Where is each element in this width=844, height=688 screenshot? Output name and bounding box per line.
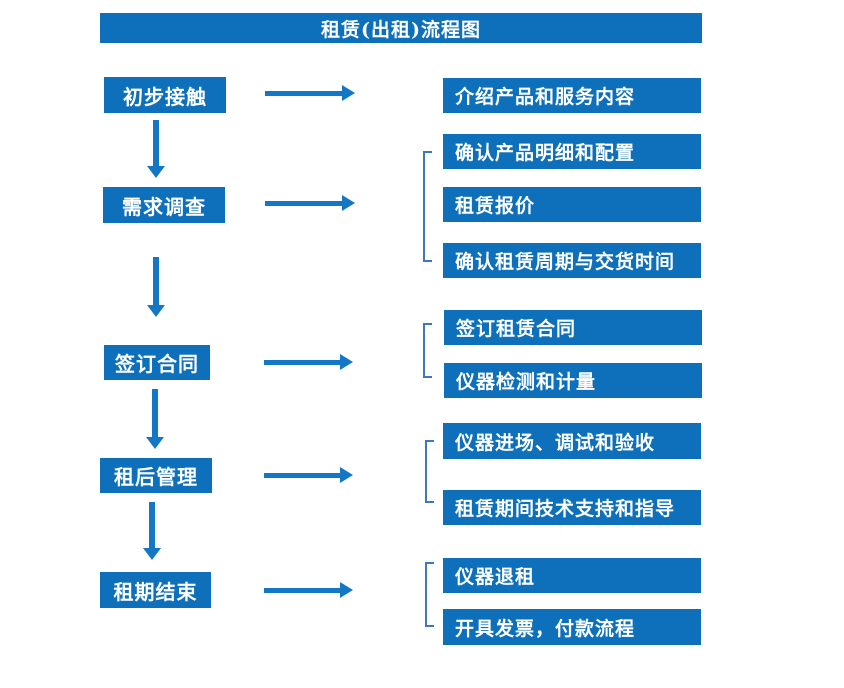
- right-arrow-icon-3: [264, 354, 353, 370]
- output-box-sign-rental-contract: 签订租赁合同: [444, 310, 702, 345]
- down-arrow-icon-4: [143, 502, 161, 560]
- step-box-demand-survey: 需求调查: [103, 187, 225, 223]
- right-arrow-icon-2: [265, 195, 355, 211]
- bracket-group-demand-survey: [423, 151, 432, 262]
- right-arrow-icon-4: [264, 467, 353, 483]
- output-box-confirm-product-details: 确认产品明细和配置: [443, 134, 701, 169]
- output-box-instrument-inspection: 仪器检测和计量: [444, 363, 702, 398]
- down-arrow-icon-2: [147, 257, 165, 317]
- down-arrow-icon-3: [146, 389, 164, 449]
- step-box-post-rental-management: 租后管理: [100, 458, 212, 493]
- bracket-group-sign-contract: [423, 323, 432, 378]
- flowchart-title: 租赁(出租)流程图: [100, 13, 702, 43]
- bracket-group-post-rental: [425, 440, 434, 503]
- right-arrow-icon-1: [265, 85, 355, 101]
- right-arrow-icon-5: [264, 582, 353, 598]
- output-box-rental-quote: 租赁报价: [443, 187, 701, 222]
- output-box-invoice-payment: 开具发票，付款流程: [443, 609, 701, 645]
- output-box-confirm-period-delivery: 确认租赁周期与交货时间: [443, 243, 701, 278]
- bracket-group-lease-end: [425, 562, 434, 627]
- output-box-introduce-products: 介绍产品和服务内容: [443, 78, 701, 113]
- step-box-lease-end: 租期结束: [100, 572, 211, 608]
- step-box-initial-contact: 初步接触: [104, 77, 226, 113]
- output-box-tech-support: 租赁期间技术支持和指导: [443, 490, 701, 525]
- down-arrow-icon-1: [147, 120, 165, 178]
- output-box-instrument-return: 仪器退租: [443, 558, 701, 593]
- step-box-sign-contract: 签订合同: [104, 345, 210, 380]
- output-box-instrument-setup-acceptance: 仪器进场、调试和验收: [443, 423, 701, 459]
